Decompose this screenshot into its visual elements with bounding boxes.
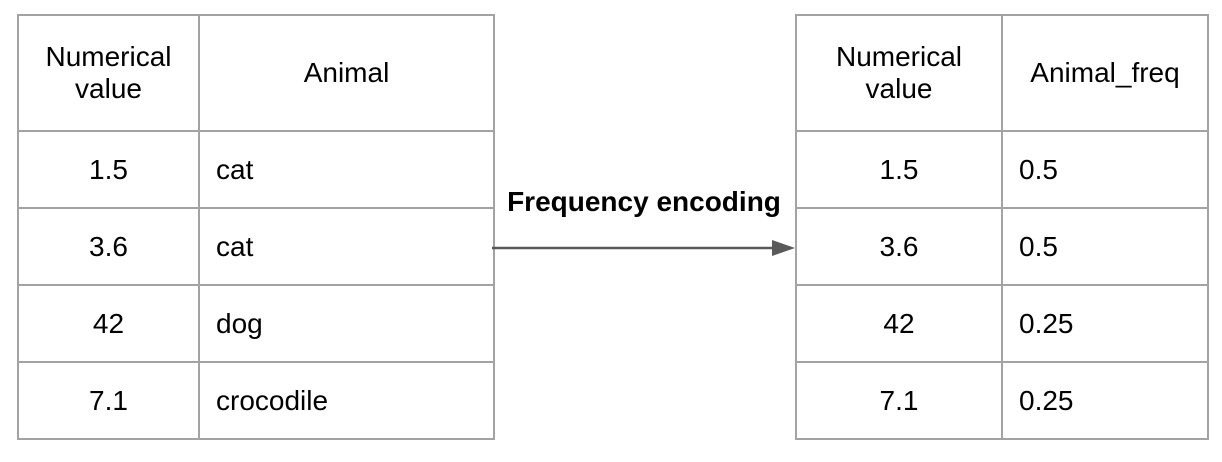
cell-animal-freq: 0.5 [1001,207,1209,286]
cell-numerical-value: 7.1 [795,361,1003,440]
frequency-encoding-label: Frequency encoding [507,186,781,217]
header-numerical-value: Numerical value [795,14,1003,132]
cell-animal: crocodile [198,361,495,440]
table-row: 7.1 crocodile [17,361,495,440]
table-row: 7.1 0.25 [795,361,1209,440]
cell-numerical-value: 3.6 [795,207,1003,286]
cell-numerical-value: 1.5 [17,130,200,209]
encoded-data-table: Numerical value Animal_freq 1.5 0.5 3.6 … [795,14,1209,440]
cell-animal: cat [198,207,495,286]
table-row: 42 0.25 [795,284,1209,363]
cell-numerical-value: 3.6 [17,207,200,286]
table-header-row: Numerical value Animal_freq [795,14,1209,132]
cell-animal: cat [198,130,495,209]
transformation-arrow-group: Frequency encoding [491,186,797,262]
cell-animal: dog [198,284,495,363]
cell-animal-freq: 0.5 [1001,130,1209,209]
cell-animal-freq: 0.25 [1001,361,1209,440]
table-row: 42 dog [17,284,495,363]
table-row: 3.6 cat [17,207,495,286]
table-header-row: Numerical value Animal [17,14,495,132]
header-animal: Animal [198,14,495,132]
header-animal-freq: Animal_freq [1001,14,1209,132]
cell-numerical-value: 7.1 [17,361,200,440]
table-row: 1.5 0.5 [795,130,1209,209]
cell-numerical-value: 42 [795,284,1003,363]
table-row: 1.5 cat [17,130,495,209]
table-row: 3.6 0.5 [795,207,1209,286]
arrow-right-icon [492,240,795,256]
cell-animal-freq: 0.25 [1001,284,1209,363]
original-data-table: Numerical value Animal 1.5 cat 3.6 cat 4… [17,14,495,440]
cell-numerical-value: 42 [17,284,200,363]
header-numerical-value: Numerical value [17,14,200,132]
cell-numerical-value: 1.5 [795,130,1003,209]
